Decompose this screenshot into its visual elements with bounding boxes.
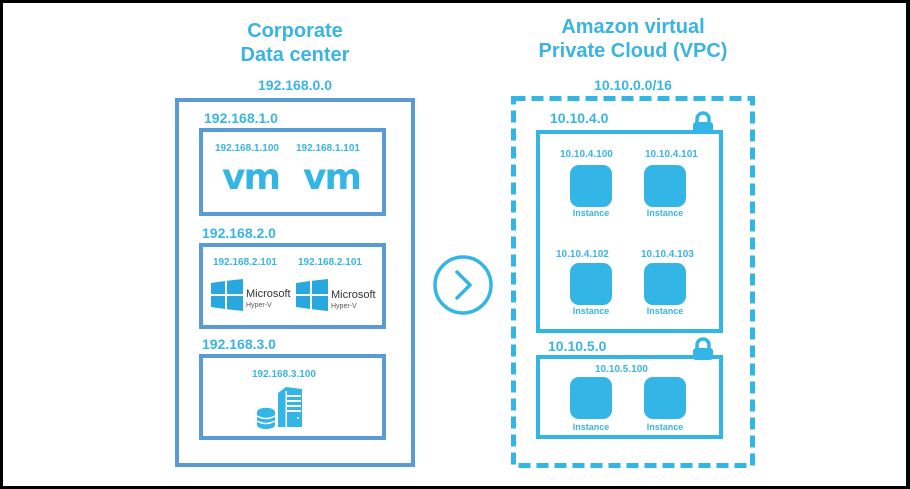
hyperv-brand-name: Microsoft <box>331 289 376 301</box>
ec2-instance-icon <box>644 165 686 207</box>
vpc-network-label: 10.10.0.0/16 <box>594 77 672 93</box>
subnet-box-192-168-3-0 <box>199 354 386 440</box>
hyperv-brand: Microsoft Hyper-V <box>246 288 291 312</box>
subnet-box-10-10-5-0 <box>536 355 723 439</box>
instance-label: Instance <box>646 306 684 316</box>
corporate-title-line1: Corporate <box>247 20 343 42</box>
corporate-datacenter-box <box>175 98 415 467</box>
instance-ip: 10.10.4.101 <box>645 149 698 160</box>
host-ip: 192.168.3.100 <box>252 369 316 380</box>
windows-logo-icon <box>211 279 243 311</box>
host-ip: 192.168.2.101 <box>213 257 277 268</box>
ec2-instance-icon <box>644 377 686 419</box>
instance-ip: 10.10.4.102 <box>556 249 609 260</box>
windows-logo-icon <box>296 279 328 311</box>
vmware-logo-icon: vm <box>303 157 362 198</box>
ec2-instance-icon <box>570 377 612 419</box>
ec2-instance-icon <box>570 263 612 305</box>
ec2-instance-icon <box>570 165 612 207</box>
subnet-label: 192.168.3.0 <box>202 336 276 352</box>
hyperv-brand: Microsoft Hyper-V <box>331 289 376 313</box>
vpc-title: Amazon virtual Private Cloud (VPC) <box>508 15 758 63</box>
instance-label: Instance <box>572 208 610 218</box>
subnet-box-192-168-2-0 <box>199 243 386 329</box>
server-database-icon <box>256 387 302 429</box>
subnet-box-10-10-4-0 <box>536 130 723 333</box>
instance-label: Instance <box>646 208 684 218</box>
vpc-dashed-box <box>511 96 755 468</box>
instance-label: Instance <box>572 306 610 316</box>
instance-ip: 10.10.4.100 <box>560 149 613 160</box>
subnet-box-192-168-1-0 <box>199 128 386 216</box>
host-ip: 192.168.1.100 <box>215 143 279 154</box>
subnet-label: 10.10.4.0 <box>550 110 609 126</box>
lock-icon <box>693 111 713 134</box>
subnet-label: 10.10.5.0 <box>548 338 607 354</box>
hyperv-product-name: Hyper-V <box>246 302 272 309</box>
vmware-logo-icon: vm <box>222 157 281 198</box>
instance-label: Instance <box>572 422 610 432</box>
instance-label: Instance <box>646 422 684 432</box>
subnet-label: 192.168.1.0 <box>204 110 278 126</box>
corporate-title: Corporate Data center <box>175 19 415 67</box>
host-ip: 192.168.1.101 <box>296 143 360 154</box>
chevron-right-circle-icon <box>433 255 493 315</box>
instance-ip: 10.10.5.100 <box>595 364 648 375</box>
diagram-canvas: Corporate Data center 192.168.0.0 192.16… <box>3 3 906 486</box>
vpc-title-line1: Amazon virtual <box>561 16 705 38</box>
corporate-title-line2: Data center <box>240 44 350 66</box>
hyperv-product-name: Hyper-V <box>331 303 357 310</box>
vpc-title-line2: Private Cloud (VPC) <box>538 40 728 62</box>
ec2-instance-icon <box>644 263 686 305</box>
corporate-network-label: 192.168.0.0 <box>258 77 332 93</box>
hyperv-brand-name: Microsoft <box>246 288 291 300</box>
host-ip: 192.168.2.101 <box>298 257 362 268</box>
instance-ip: 10.10.4.103 <box>641 249 694 260</box>
subnet-label: 192.168.2.0 <box>202 225 276 241</box>
lock-icon <box>693 337 713 360</box>
